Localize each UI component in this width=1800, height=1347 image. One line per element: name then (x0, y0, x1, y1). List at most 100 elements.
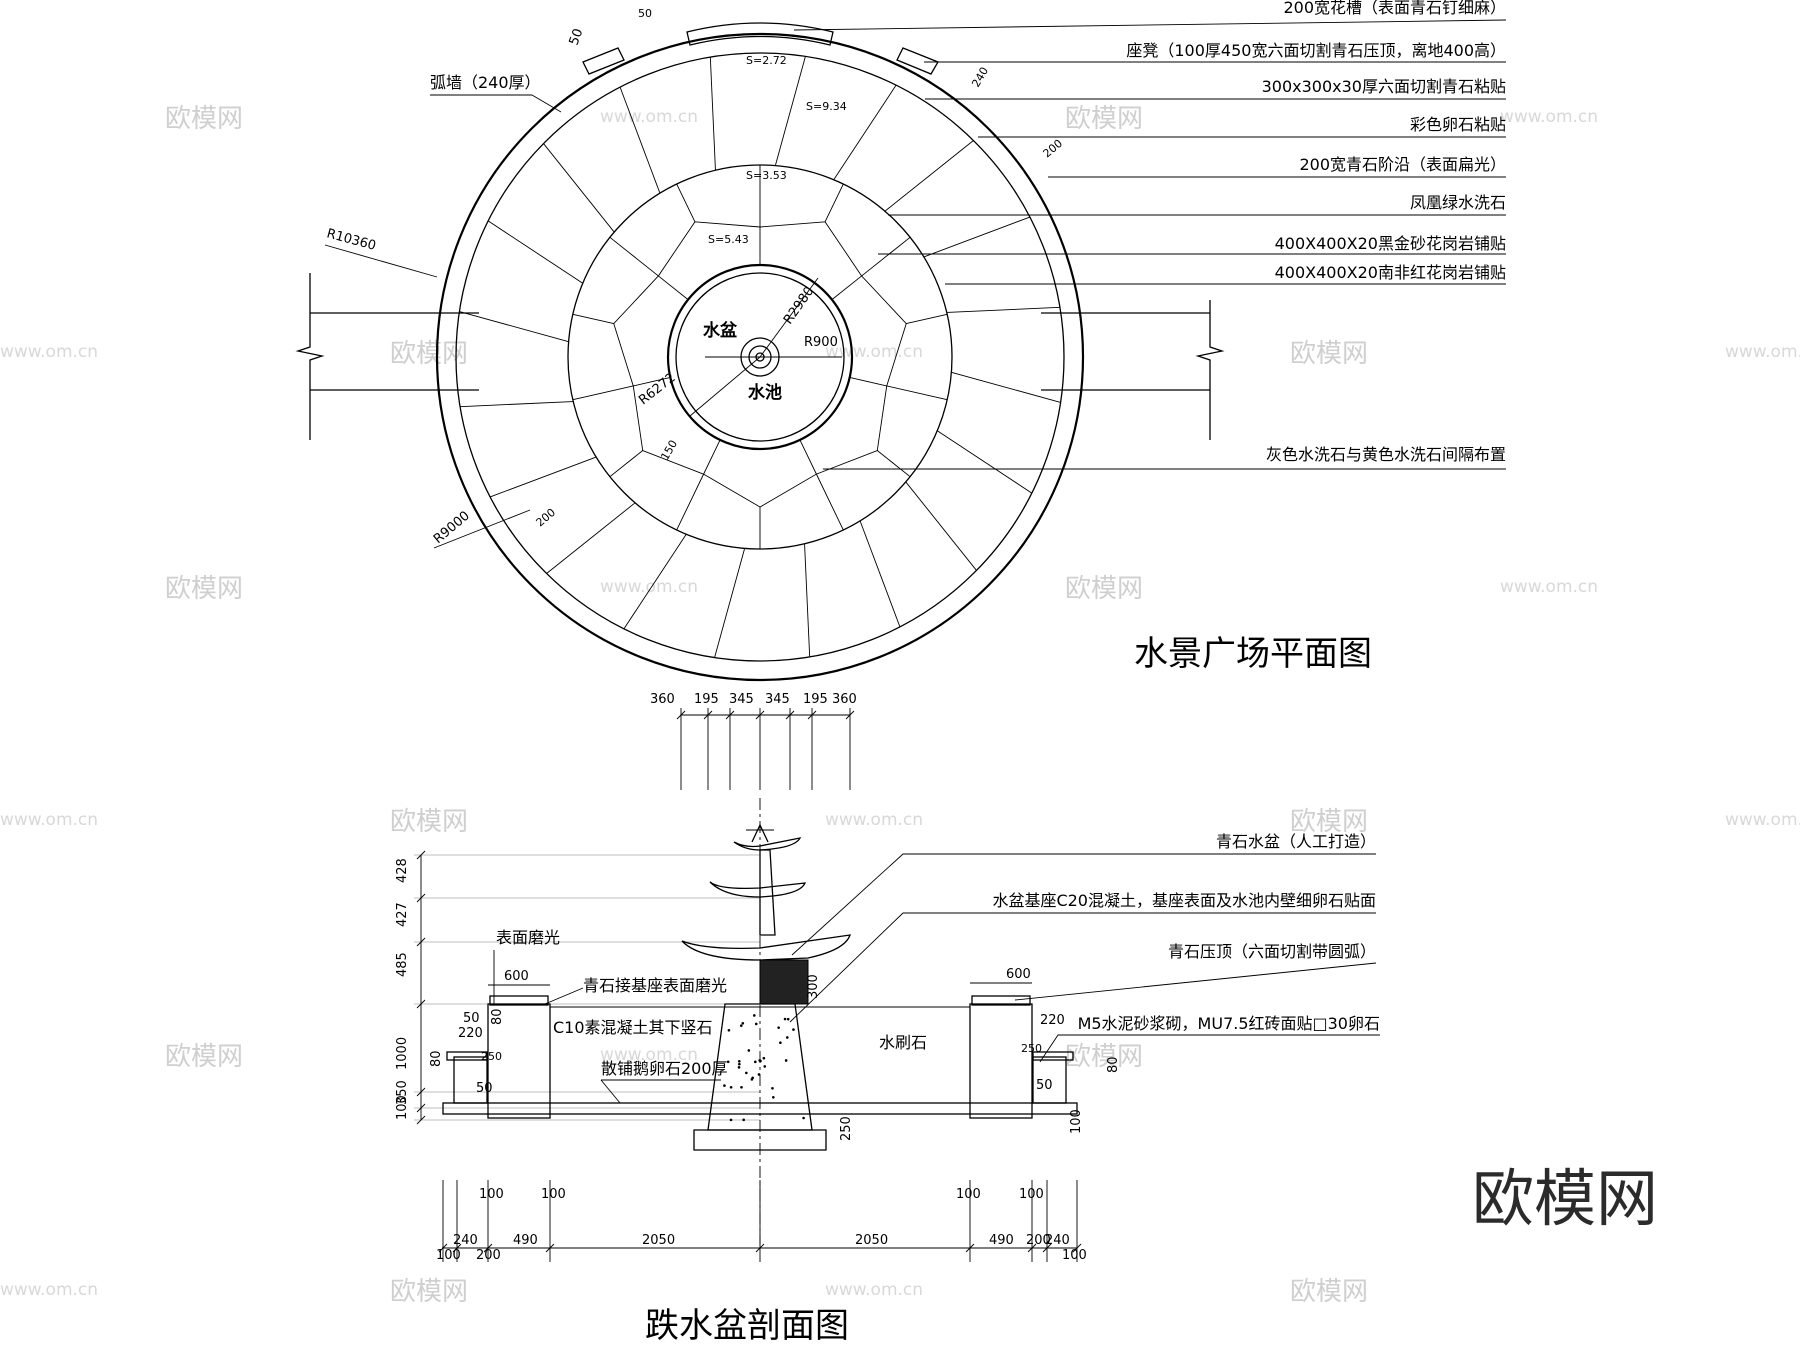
watermark-site: www.om.cn (600, 1045, 698, 1065)
watermark-logo: 欧模网 (165, 574, 243, 604)
star-paving-joint (831, 275, 907, 387)
bottom-dim: 490 (989, 1233, 1014, 1248)
paving-joint (709, 57, 716, 171)
aggregate-dot (792, 1028, 795, 1031)
dim-300: 300 (806, 974, 821, 999)
watermark-site: www.om.cn (1725, 810, 1800, 830)
top-dim-ticks (676, 708, 855, 790)
label-c10: C10素混凝土其下竖石 (553, 1018, 713, 1037)
area-label: S=3.53 (746, 169, 787, 182)
plan-callouts: 200宽花槽（表面青石钉细麻） 座凳（100厚450宽六面切割青石压顶，离地40… (793, 0, 1507, 470)
right-break-line (1195, 300, 1225, 440)
aggregate-dot (754, 1022, 758, 1026)
top-dim: 345 (729, 692, 754, 707)
paving-joint (623, 534, 687, 630)
callout-label: 座凳（100厚450宽六面切割青石压顶，离地400高） (1126, 41, 1506, 60)
callout-label: 灰色水洗石与黄色水洗石间隔布置 (1266, 445, 1506, 464)
bottom-dimensions (438, 1180, 1082, 1262)
right-step (1032, 1056, 1067, 1104)
watermark-logo: 欧模网 (1065, 1042, 1143, 1072)
basin-column (759, 849, 776, 936)
aggregate-dot (757, 1073, 761, 1076)
dim-tick (807, 710, 817, 720)
watermark-logo: 欧模网 (1065, 104, 1143, 134)
bottom-dim: 200 (1026, 1233, 1051, 1248)
callout-label: 400X400X20南非红花岗岩铺贴 (1275, 263, 1506, 282)
paving-joint (546, 502, 636, 574)
aggregate-dot (727, 1028, 731, 1032)
label-r10360: R10360 (325, 226, 378, 254)
left-dim: 427 (395, 902, 410, 927)
watermark-site: www.om.cn (600, 577, 698, 597)
dim-220: 220 (1040, 1013, 1065, 1028)
watermark-logo: 欧模网 (165, 1042, 243, 1072)
left-break-line (295, 273, 325, 440)
left-dim: 428 (395, 858, 410, 883)
callout-label: 青石水盆（人工打造） (1216, 832, 1376, 851)
leader-base-polish (544, 987, 584, 1005)
left-entry-wall (310, 312, 479, 391)
left-dim: 485 (395, 952, 410, 977)
bottom-dim: 100 (956, 1187, 981, 1202)
dim-tick (845, 710, 855, 720)
dim-250: 250 (1021, 1042, 1042, 1055)
label-r900: R900 (804, 335, 838, 350)
watermark-site: www.om.cn (1500, 577, 1598, 597)
dim-tick (755, 710, 765, 720)
paving-joint (774, 56, 806, 166)
paving-joint (543, 143, 615, 233)
star-paving-joint (861, 236, 911, 277)
paving-joint (714, 548, 746, 658)
seat-block-right (896, 47, 939, 75)
aggregate-dot (750, 1078, 754, 1081)
star-paving-joint (876, 450, 911, 478)
star-paving-joint (676, 183, 696, 223)
dim-tick (785, 710, 795, 720)
callout-label: 彩色卵石粘贴 (1410, 115, 1506, 134)
star-paving-joint (657, 221, 761, 300)
watermark-site: www.om.cn (600, 107, 698, 127)
callout-label: 400X400X20黑金砂花岗岩铺贴 (1275, 234, 1506, 253)
dim-tick (416, 850, 426, 860)
aggregate-dot (786, 1017, 790, 1021)
dim-tick (416, 937, 426, 947)
paving-pattern (459, 56, 1061, 658)
paving-joint (459, 311, 569, 343)
callout-leader (1039, 1034, 1380, 1063)
star-paving-joint (609, 236, 659, 277)
watermark-site: www.om.cn (825, 810, 923, 830)
top-dim: 195 (694, 692, 719, 707)
left-dim: 1000 (395, 1037, 410, 1070)
star-paving-joint (676, 473, 705, 531)
aggregate-dot (777, 1026, 780, 1029)
dim-250: 250 (839, 1116, 854, 1141)
paving-joint (923, 216, 1031, 258)
watermark-logo: 欧模网 (1290, 1277, 1368, 1307)
bottom-dim: 100 (1062, 1248, 1087, 1263)
dim-80: 80 (429, 1050, 444, 1067)
paving-joint (487, 220, 583, 284)
section-view: 360 195 345 345 195 360 428 427 485 1000… (395, 692, 1380, 1346)
bottom-dim: 200 (476, 1248, 501, 1263)
plan-title: 水景广场平面图 (1134, 634, 1372, 674)
callout-label: 凤凰绿水洗石 (1410, 193, 1506, 212)
dim-220: 220 (458, 1026, 483, 1041)
aggregate-dot (737, 1066, 741, 1069)
paving-joint (951, 371, 1061, 403)
label-pool: 水池 (748, 382, 782, 403)
label-polish: 表面磨光 (496, 928, 560, 947)
left-dim: 350 (395, 1080, 410, 1105)
dim-50: 50 (1036, 1078, 1053, 1093)
right-coping (971, 995, 1031, 1006)
callout-leader (1014, 962, 1377, 1001)
left-dim: 100 (395, 1095, 410, 1120)
top-dim: 360 (832, 692, 857, 707)
watermark-layer: 欧模网 欧模网 欧模网 欧模网 欧模网 欧模网 欧模网 欧模网 欧模网 欧模网 … (0, 104, 1800, 1307)
dim-200: 200 (534, 506, 558, 529)
dim-50: 50 (476, 1081, 493, 1096)
watermark-site: www.om.cn (0, 342, 98, 362)
watermark-logo: 欧模网 (390, 807, 468, 837)
dim-tick (416, 1087, 426, 1097)
bottom-dim: 2050 (855, 1233, 888, 1248)
dim-80: 80 (490, 1008, 505, 1025)
